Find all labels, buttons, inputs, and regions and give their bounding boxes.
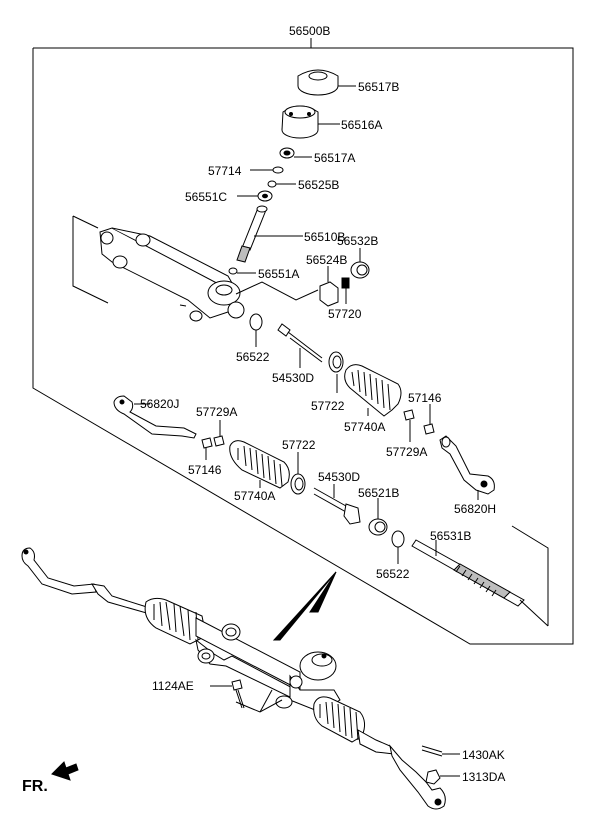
direction-label: FR. xyxy=(22,778,48,795)
part-56531B-rack xyxy=(411,525,549,627)
direction-arrow-icon xyxy=(51,761,79,781)
part-56820J-tierod-end xyxy=(113,395,197,439)
label-56517A: 56517A xyxy=(314,151,355,165)
part-57146-nut-right xyxy=(423,404,435,435)
part-54530D-tierod-bottom xyxy=(313,484,361,525)
label-56531B: 56531B xyxy=(430,529,471,543)
part-56521B-bush xyxy=(368,498,388,536)
assembly-frame xyxy=(32,38,574,645)
label-56516A: 56516A xyxy=(341,118,382,132)
part-54530D-tierod-top xyxy=(277,323,323,368)
part-57729A-pin-left xyxy=(213,420,225,447)
part-57722-clamp-top xyxy=(328,351,344,393)
part-56525B-nut xyxy=(267,180,296,188)
label-57146-right: 57146 xyxy=(408,391,442,405)
part-56551A-seal xyxy=(228,267,256,275)
label-57714: 57714 xyxy=(208,164,242,178)
part-56820H-tierod-end xyxy=(439,435,495,500)
part-1430AK-pin xyxy=(421,745,460,757)
assembly-arrow xyxy=(272,571,337,641)
part-57740A-boot-bottom xyxy=(229,440,290,489)
label-57729A-right: 57729A xyxy=(386,445,427,459)
label-1124AE: 1124AE xyxy=(152,679,194,693)
label-57722-bottom: 57722 xyxy=(282,438,316,452)
part-57146-nut-left xyxy=(201,437,213,460)
label-56525B: 56525B xyxy=(298,178,339,192)
part-56551C-seal xyxy=(237,190,273,202)
part-57740A-boot-top xyxy=(344,364,402,417)
label-56510B: 56510B xyxy=(304,230,345,244)
full-steering-gear-assembly xyxy=(21,547,446,810)
label-56517B: 56517B xyxy=(358,80,399,94)
part-57729A-pin-right xyxy=(403,409,415,442)
label-56551C: 56551C xyxy=(185,190,227,204)
label-56532B: 56532B xyxy=(337,234,378,248)
part-gearbox-housing-top xyxy=(72,215,319,322)
part-57714-washer xyxy=(250,166,284,174)
part-56522-seal-bottom xyxy=(391,530,405,564)
part-56532B-bush xyxy=(350,248,370,279)
label-1430AK: 1430AK xyxy=(462,748,505,762)
part-56522-seal-top xyxy=(249,313,263,347)
label-54530D-top: 54530D xyxy=(272,371,314,385)
label-56521B: 56521B xyxy=(358,486,399,500)
label-57740A-top: 57740A xyxy=(344,420,385,434)
label-56522-top: 56522 xyxy=(236,350,270,364)
part-56524B-plug xyxy=(319,266,339,307)
label-54530D-bottom: 54530D xyxy=(318,470,360,484)
label-56820J: 56820J xyxy=(140,397,179,411)
part-57720-nut xyxy=(341,277,350,304)
label-56524B: 56524B xyxy=(306,253,347,267)
part-1124AE-bolt xyxy=(210,679,245,709)
part-1313DA-nut xyxy=(425,769,460,785)
label-57722-top: 57722 xyxy=(311,399,345,413)
label-56551A: 56551A xyxy=(258,267,299,281)
part-56516A-housing xyxy=(281,105,340,139)
part-56517B-cap xyxy=(297,69,356,96)
part-57722-clamp-bottom xyxy=(290,452,306,495)
label-57146-left: 57146 xyxy=(188,463,222,477)
part-56517A-ring xyxy=(279,147,312,159)
label-56820H: 56820H xyxy=(454,502,496,516)
label-1313DA: 1313DA xyxy=(462,770,505,784)
label-57740A-bottom: 57740A xyxy=(234,489,275,503)
label-57729A-left: 57729A xyxy=(196,405,237,419)
label-57720: 57720 xyxy=(328,307,362,321)
part-56510B-pinion xyxy=(236,205,303,263)
label-56522-bottom: 56522 xyxy=(376,567,410,581)
label-56500B: 56500B xyxy=(289,24,330,38)
